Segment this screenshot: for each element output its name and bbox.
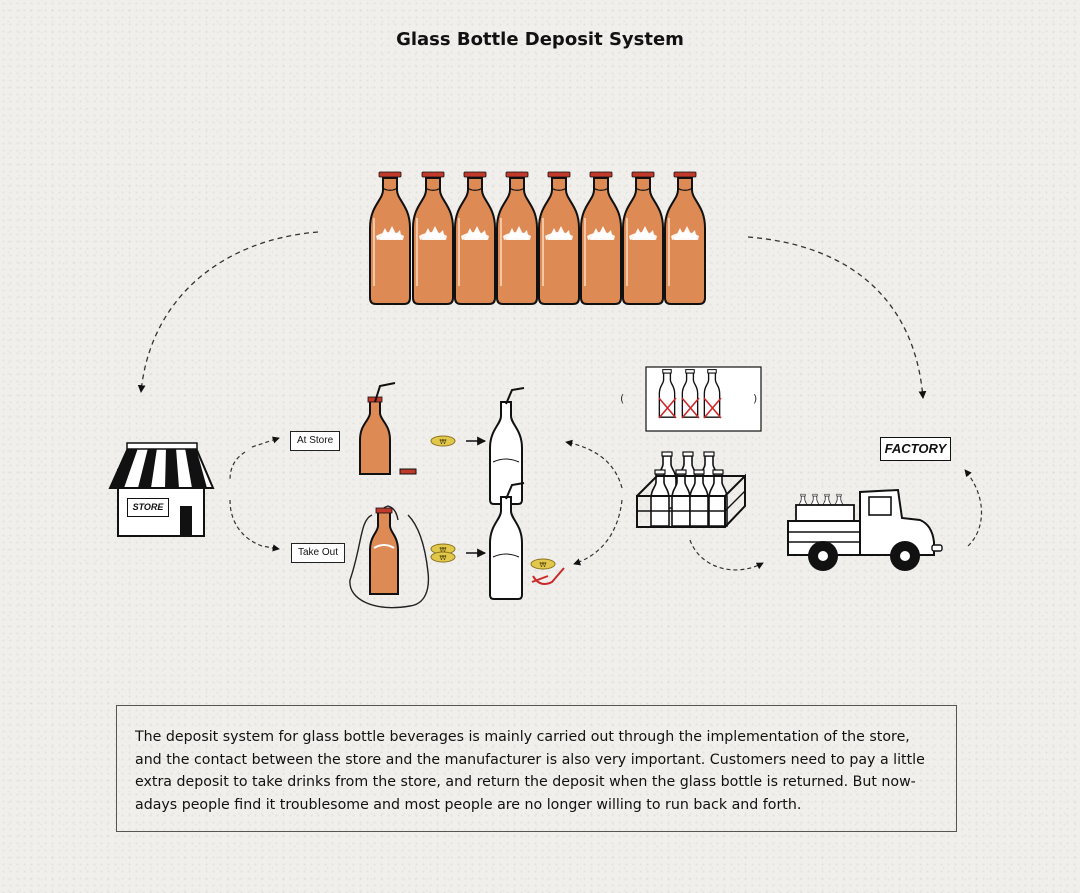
bottle-icon [412, 171, 454, 305]
description-text: The deposit system for glass bottle beve… [135, 729, 925, 813]
store-icon [108, 442, 215, 537]
bottle-crate-icon [636, 451, 746, 528]
bottle-icon [369, 171, 411, 305]
label-factory: FACTORY [880, 437, 951, 461]
take-out-bag [349, 505, 430, 609]
arc-store-to-take-out [229, 499, 280, 552]
arc-truck-to-factory [964, 469, 983, 547]
arrow-to-at-store [251, 436, 280, 448]
bottle-icon [622, 171, 664, 305]
bottle-icon [496, 171, 538, 305]
truck-icon [787, 488, 943, 571]
at-store-bottle [359, 382, 417, 475]
reject-coin-icon [530, 558, 565, 585]
description-box: The deposit system for glass bottle beve… [116, 705, 957, 832]
label-take-out: Take Out [291, 543, 346, 563]
svg-text:): ) [753, 392, 757, 405]
arc-crate-to-truck [689, 539, 764, 571]
bottle-icon [580, 171, 622, 305]
bottle-icon [538, 171, 580, 305]
arc-crate-to-at-store [565, 439, 623, 489]
label-store: STORE [127, 498, 169, 517]
arc-crate-to-take-out [573, 499, 623, 566]
arc-bottles-to-store [137, 231, 319, 393]
bottle-icon [664, 171, 706, 305]
coin-icon [430, 551, 456, 563]
arc-store-to-at-store [229, 451, 246, 481]
diagram-title: Glass Bottle Deposit System [396, 29, 684, 50]
label-at-store: At Store [290, 431, 341, 451]
rejected-bottles-box: ( ) [620, 366, 762, 432]
bottle-row [369, 171, 706, 305]
svg-text:(: ( [620, 392, 624, 405]
coin-icon [430, 435, 456, 447]
bottle-icon [454, 171, 496, 305]
empty-bottle-icon [489, 387, 525, 505]
arc-bottles-to-factory [747, 236, 927, 399]
